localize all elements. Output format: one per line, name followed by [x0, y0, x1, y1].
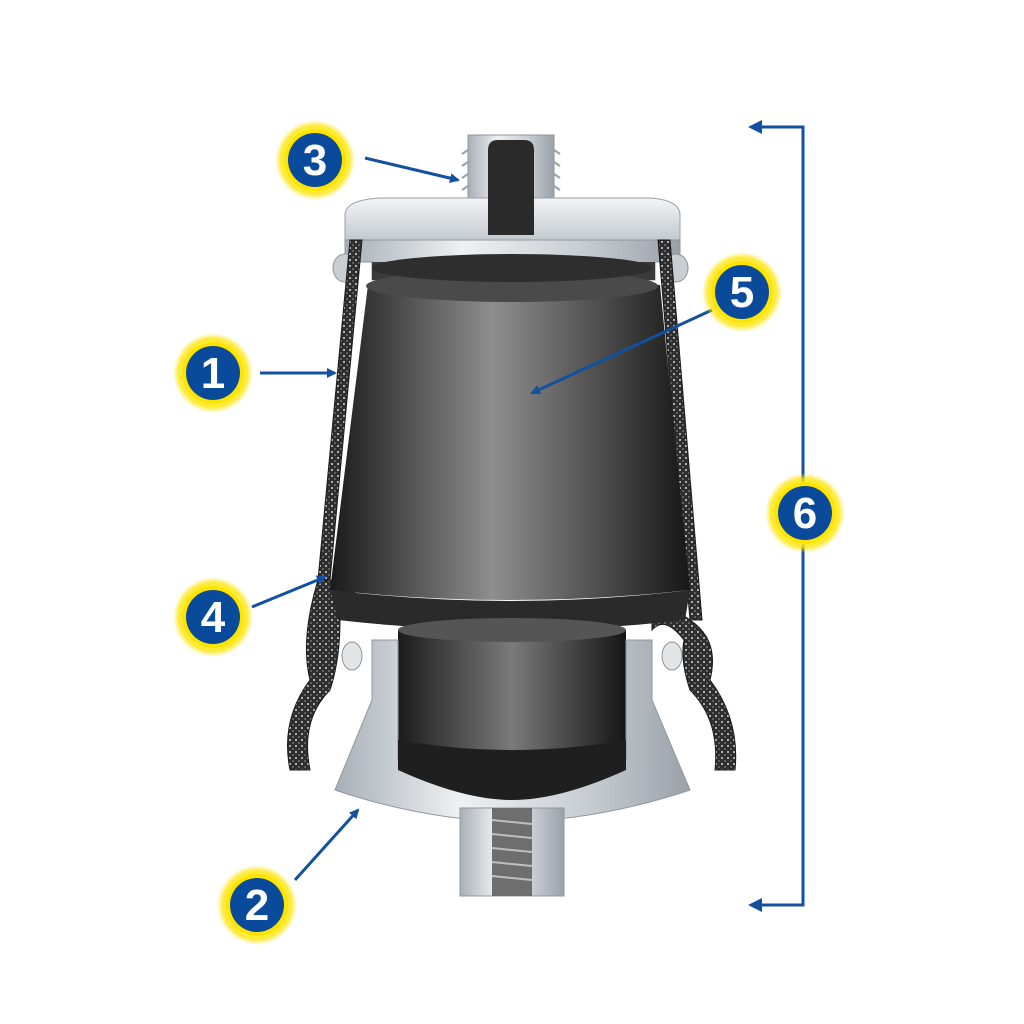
callout-badge-2: 2 — [217, 865, 297, 945]
arrow-3 — [364, 156, 460, 184]
arrow-2 — [293, 808, 360, 882]
callout-number-5: 5 — [730, 268, 754, 317]
callout-badge-3: 3 — [275, 120, 355, 200]
callout-badge-5: 5 — [702, 252, 782, 332]
callout-badge-6: 6 — [765, 473, 845, 553]
callout-arrows — [251, 156, 713, 882]
callout-badges: 1 2 3 4 5 6 — [173, 120, 845, 945]
arrow-4 — [251, 575, 327, 609]
callout-badge-4: 4 — [173, 577, 253, 657]
rubber-bellows — [287, 239, 737, 771]
callout-number-6: 6 — [793, 489, 817, 538]
callout-number-2: 2 — [245, 881, 269, 930]
callout-number-4: 4 — [201, 593, 226, 642]
callout-number-3: 3 — [303, 136, 327, 185]
bottom-piston-base — [334, 639, 691, 897]
arrow-5 — [530, 308, 713, 395]
internal-piston — [330, 254, 690, 753]
callout-number-1: 1 — [201, 349, 225, 398]
callout-badge-1: 1 — [173, 333, 253, 413]
